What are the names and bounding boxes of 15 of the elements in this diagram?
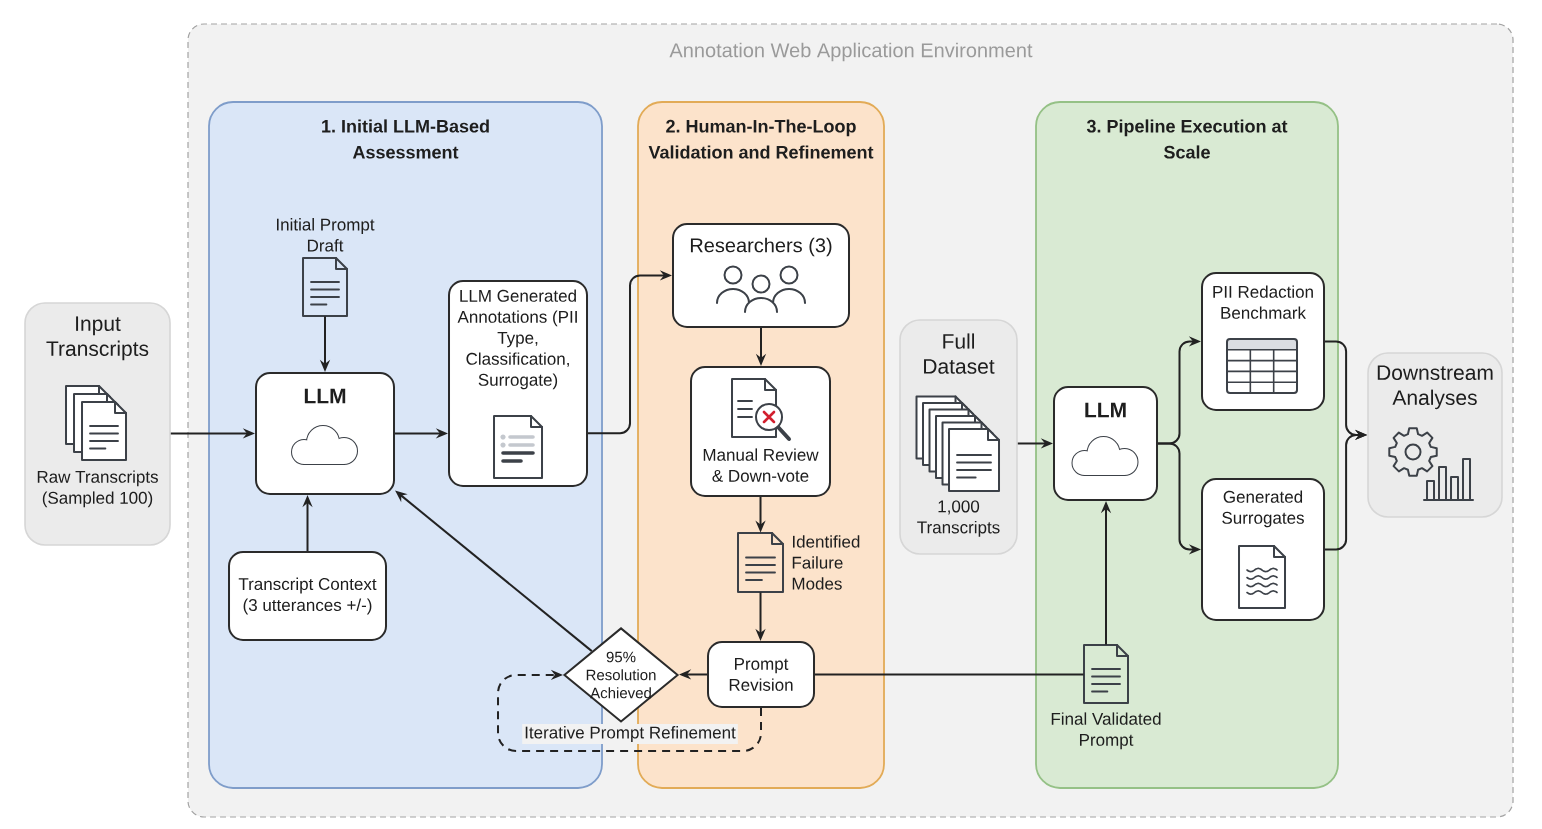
edge-label: Iterative Prompt Refinement (522, 724, 738, 744)
line (814, 673, 1085, 676)
data-box: Downstream Analyses (1367, 352, 1503, 518)
node-label: Full Dataset (924, 333, 995, 374)
node-label: Final Validated Prompt (1051, 712, 1161, 750)
process-box: Transcript Context (3 utterances +/-) (228, 551, 387, 641)
node-label: 1,000 Transcripts (917, 500, 1000, 537)
process-box: PII Redaction Benchmark (1201, 272, 1325, 411)
node-label: Raw Transcripts (Sampled 100) (37, 470, 158, 508)
node-label: Identified Failure Modes (792, 535, 860, 590)
process-box: Researchers (3) (672, 223, 850, 328)
node-label: Input Transcripts (46, 316, 149, 361)
dashed-arrow (497, 669, 762, 752)
node-label: Initial Prompt Draft (277, 218, 375, 252)
process-box: Prompt Revision (707, 641, 815, 708)
